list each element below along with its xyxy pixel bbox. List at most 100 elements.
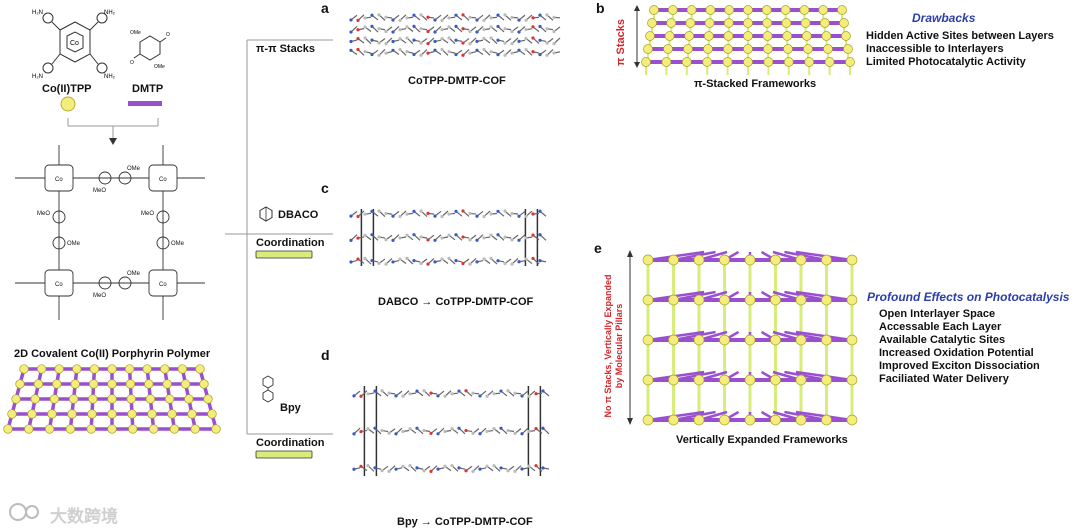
dbaco-icon	[259, 206, 273, 222]
framework-atom	[538, 24, 542, 29]
framework-atom	[520, 432, 524, 436]
lattice-node	[107, 409, 117, 419]
cobalt-node	[724, 5, 735, 15]
cobalt-node	[762, 31, 773, 41]
cobalt-node	[668, 254, 679, 266]
cobalt-node	[743, 31, 753, 41]
framework-atom	[510, 15, 514, 19]
framework-atom	[419, 27, 423, 31]
framework-atom	[468, 262, 472, 266]
framework-atom	[356, 214, 360, 219]
lattice-node	[124, 364, 135, 374]
framework-atom	[387, 431, 391, 435]
framework-atom	[440, 236, 444, 240]
cobalt-node	[821, 31, 832, 41]
cobalt-node	[804, 57, 815, 67]
lattice-node	[145, 394, 156, 404]
framework-atom	[506, 389, 510, 393]
framework-atom	[384, 51, 388, 55]
cobalt-node	[818, 5, 829, 15]
framework-atom	[538, 13, 542, 17]
cobalt-node	[744, 334, 756, 346]
framework-atom	[464, 469, 468, 473]
cobalt-node	[821, 254, 832, 266]
lattice-node	[164, 394, 175, 404]
framework-atom	[443, 429, 447, 434]
lattice-node	[127, 409, 137, 419]
dmtp-bar-symbol	[128, 101, 162, 106]
framework-atom	[513, 391, 517, 395]
cobalt-node	[723, 18, 734, 28]
framework-atom	[412, 38, 416, 42]
lattice-node	[15, 379, 25, 389]
framework-atom	[366, 392, 370, 396]
lattice-node	[195, 364, 205, 374]
framework-atom	[412, 52, 416, 57]
framework-atom	[440, 28, 444, 32]
cobalt-node	[846, 254, 858, 266]
cobalt-node	[763, 57, 774, 67]
photocatalysis-item: Improved Exciton Dissociation	[879, 360, 1040, 372]
panel-d-caption-prefix: Bpy	[397, 516, 418, 528]
cobalt-node	[642, 254, 654, 266]
framework-atom	[366, 427, 370, 431]
framework-atom	[377, 209, 381, 213]
cobalt-node	[821, 374, 832, 386]
lattice-node	[128, 424, 138, 434]
panel-d-caption: Bpy → CoTPP-DMTP-COF	[397, 516, 533, 528]
pi-stacks-axis-label: π Stacks	[615, 19, 627, 66]
framework-atom	[517, 260, 521, 264]
cobalt-node	[770, 294, 781, 306]
polymer-label: 2D Covalent Co(II) Porphyrin Polymer	[14, 348, 211, 360]
framework-atom	[426, 211, 430, 216]
panel-d-caption-suffix: CoTPP-DMTP-COF	[434, 516, 533, 528]
framework-atom	[359, 394, 363, 398]
framework-atom	[517, 39, 521, 43]
framework-atom	[380, 469, 384, 473]
lattice-node	[19, 364, 29, 374]
framework-atom	[391, 39, 395, 44]
expansion-axis-label-line2: by Molecular Pillars	[614, 303, 624, 389]
framework-atom	[363, 36, 367, 40]
lattice-node	[190, 424, 200, 434]
cobalt-node	[743, 18, 753, 28]
framework-atom	[356, 47, 360, 52]
polymer-meo-label-4: MeO	[93, 293, 106, 299]
framework-atom	[370, 38, 374, 42]
panel-e-caption: Vertically Expanded Frameworks	[676, 434, 848, 446]
framework-atom	[419, 235, 423, 239]
lattice-node	[52, 379, 62, 389]
framework-atom	[370, 209, 374, 213]
cobalt-node	[645, 31, 655, 41]
framework-atom	[513, 431, 517, 435]
cobalt-node	[667, 5, 678, 15]
framework-atom	[496, 24, 500, 29]
framework-atom	[429, 391, 433, 395]
cobalt-node	[693, 374, 705, 386]
framework-atom	[468, 15, 472, 19]
cobalt-node	[782, 31, 793, 41]
panel-a-caption: CoTPP-DMTP-COF	[408, 75, 506, 87]
framework-atom	[394, 394, 398, 398]
framework-atom	[352, 467, 356, 471]
panel-e-letter: e	[594, 240, 602, 256]
framework-atom	[527, 464, 531, 468]
cobalt-node	[846, 334, 858, 346]
framework-atom	[499, 426, 503, 430]
framework-atom	[370, 233, 374, 237]
framework-atom	[370, 258, 374, 263]
cobalt-node	[685, 18, 696, 28]
cobalt-node	[744, 374, 756, 386]
framework-atom	[373, 389, 377, 393]
framework-atom	[545, 13, 549, 17]
lattice-node	[49, 394, 60, 404]
framework-atom	[349, 238, 353, 242]
framework-atom	[377, 53, 381, 57]
amine-label-3: H₂N	[32, 74, 43, 80]
framework-atom	[419, 41, 423, 45]
framework-atom	[471, 469, 475, 473]
framework-atom	[489, 233, 493, 237]
cobalt-node	[803, 44, 813, 54]
framework-atom	[468, 211, 472, 216]
framework-atom	[408, 392, 412, 396]
